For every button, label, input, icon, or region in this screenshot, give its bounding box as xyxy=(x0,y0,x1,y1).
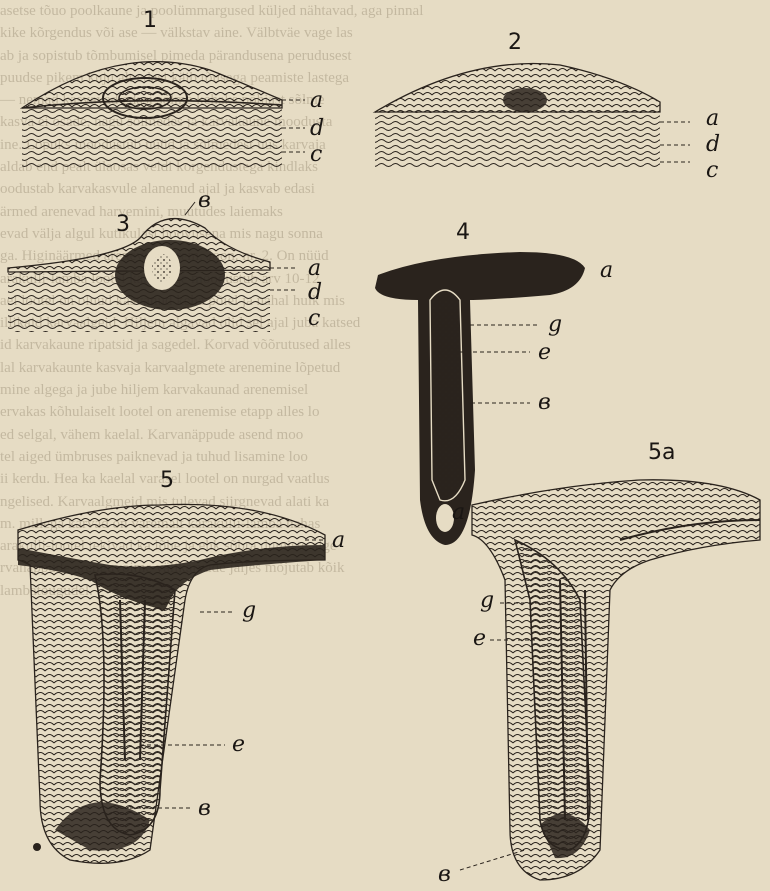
fig4-label-g: g xyxy=(548,312,562,337)
fig1-label-d: d xyxy=(310,116,324,141)
fig5-label-b: в xyxy=(198,796,211,821)
fig2-label-a: a xyxy=(706,106,719,131)
fig1-label-a: a xyxy=(310,88,323,113)
fig4-label-a: a xyxy=(600,258,613,283)
fig3-label-a: a xyxy=(308,256,321,281)
figure-1-drawing xyxy=(22,62,305,168)
fig5-label-a: a xyxy=(332,528,345,553)
fig5a-label-e: e xyxy=(473,626,486,651)
fig5-label-g: g xyxy=(242,598,256,623)
figure-number-5a: 5a xyxy=(648,440,675,465)
figure-number-3: 3 xyxy=(116,212,130,237)
figure-3-drawing xyxy=(8,202,295,332)
fig4-label-e: e xyxy=(538,340,551,365)
figure-number-2: 2 xyxy=(508,30,522,55)
fig3-label-c: c xyxy=(308,306,320,331)
fig3-label-d: d xyxy=(308,280,322,305)
fig5a-label-g: g xyxy=(480,588,494,613)
figure-number-5: 5 xyxy=(160,468,174,493)
fig2-label-c: c xyxy=(706,158,718,183)
figure-5a-drawing xyxy=(460,480,760,880)
fig1-label-c: c xyxy=(310,142,322,167)
figure-number-1: 1 xyxy=(143,8,157,33)
figure-2-drawing xyxy=(375,64,690,167)
fig5a-label-a: a xyxy=(452,500,465,525)
fig2-label-d: d xyxy=(706,132,720,157)
figure-5-drawing xyxy=(18,504,325,863)
figure-number-4: 4 xyxy=(456,220,470,245)
fig4-label-b: в xyxy=(538,390,551,415)
fig5a-label-b: в xyxy=(438,862,451,887)
fig5-label-e: e xyxy=(232,732,245,757)
fig3-label-b: в xyxy=(198,188,211,213)
